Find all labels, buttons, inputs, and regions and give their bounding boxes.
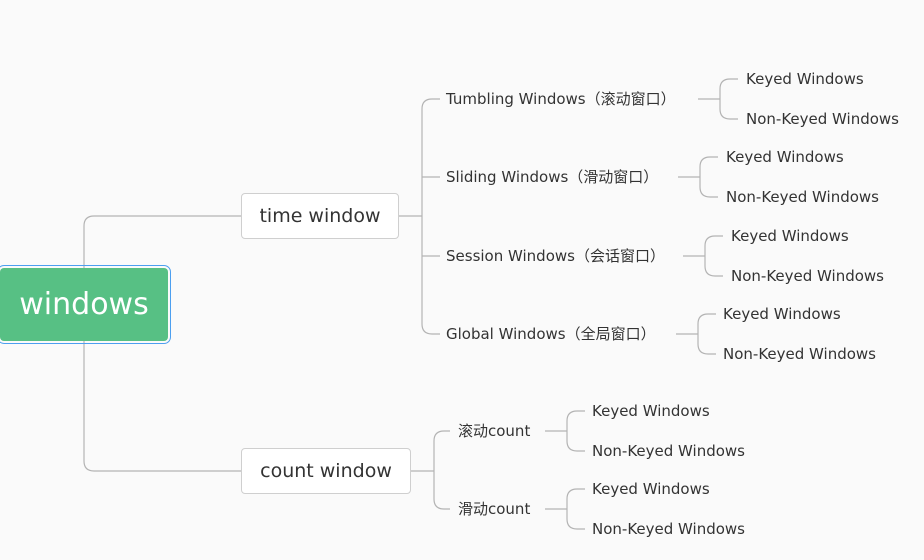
rolling-count-keyed-leaf[interactable]: Keyed Windows (592, 402, 710, 420)
time-window-node[interactable]: time window (241, 193, 399, 239)
connector-root-count (83, 341, 241, 472)
session-keyed-leaf[interactable]: Keyed Windows (731, 227, 849, 245)
connector-global (676, 313, 716, 355)
sliding-count-keyed-leaf[interactable]: Keyed Windows (592, 480, 710, 498)
tumbling-keyed-leaf[interactable]: Keyed Windows (746, 70, 864, 88)
connector-count-sliding (545, 488, 585, 530)
sliding-nonkeyed-leaf[interactable]: Non-Keyed Windows (726, 188, 879, 206)
sliding-windows-node[interactable]: Sliding Windows（滑动窗口） (446, 168, 659, 186)
tumbling-nonkeyed-leaf[interactable]: Non-Keyed Windows (746, 110, 899, 128)
connector-count-rolling (545, 410, 585, 452)
sliding-count-nonkeyed-leaf[interactable]: Non-Keyed Windows (592, 520, 745, 538)
root-node[interactable]: windows (0, 265, 171, 344)
sliding-count-node[interactable]: 滑动count (458, 500, 531, 518)
connector-count-bus (433, 430, 450, 510)
session-nonkeyed-leaf[interactable]: Non-Keyed Windows (731, 267, 884, 285)
global-keyed-leaf[interactable]: Keyed Windows (723, 305, 841, 323)
rolling-count-node[interactable]: 滚动count (458, 422, 531, 440)
session-windows-node[interactable]: Session Windows（会话窗口） (446, 247, 665, 265)
rolling-count-nonkeyed-leaf[interactable]: Non-Keyed Windows (592, 442, 745, 460)
connector-root-time (83, 215, 241, 268)
sliding-keyed-leaf[interactable]: Keyed Windows (726, 148, 844, 166)
global-nonkeyed-leaf[interactable]: Non-Keyed Windows (723, 345, 876, 363)
tumbling-windows-node[interactable]: Tumbling Windows（滚动窗口） (446, 90, 676, 108)
connector-sliding (678, 156, 718, 198)
connector-time-bus (421, 98, 440, 335)
count-window-node[interactable]: count window (241, 448, 411, 494)
connector-session (683, 235, 723, 277)
global-windows-node[interactable]: Global Windows（全局窗口） (446, 325, 656, 343)
connector-tumbling (698, 78, 738, 120)
